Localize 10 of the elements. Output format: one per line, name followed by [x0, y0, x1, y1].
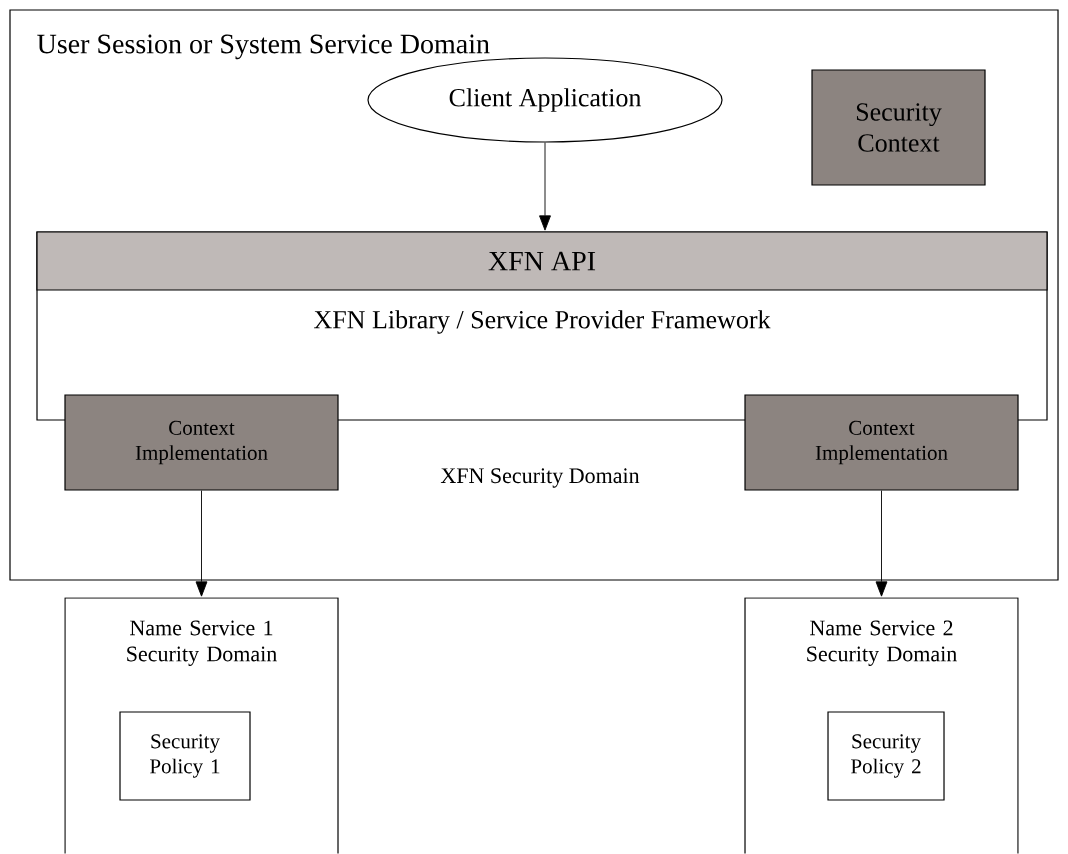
policy-box: Security Policy 2: [827, 711, 945, 801]
arrow: [539, 142, 551, 231]
implementation-box: Context Implementation: [64, 394, 339, 491]
implementation-box: Context Implementation: [744, 394, 1019, 491]
region-label: XFN Security Domain: [440, 468, 640, 488]
arrow: [195, 490, 208, 597]
api-band: XFN API: [36, 231, 1048, 291]
context-box: Security Context: [811, 69, 986, 186]
arrow: [875, 490, 888, 597]
policy-box: Security Policy 1: [119, 711, 251, 801]
